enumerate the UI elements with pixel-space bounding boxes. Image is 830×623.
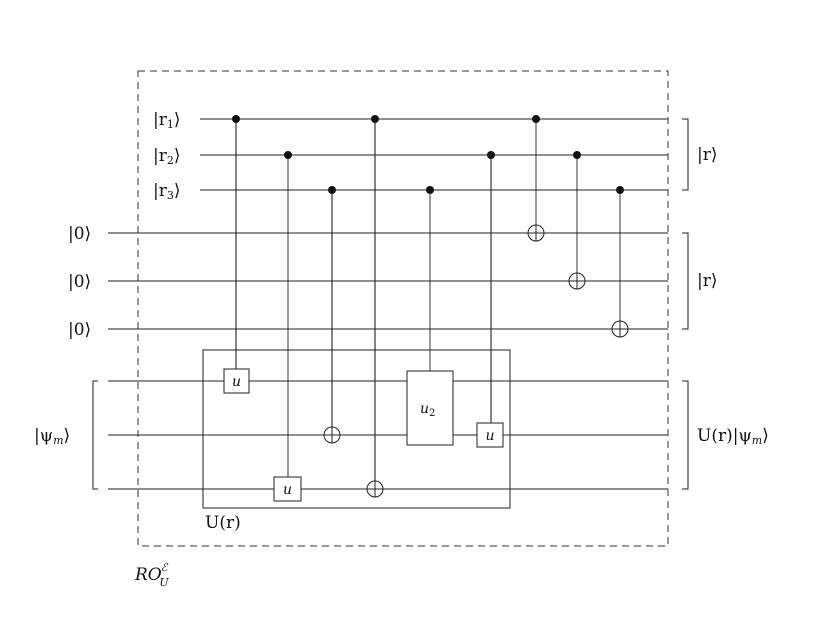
- cnot-target: [323, 426, 341, 444]
- subcircuit-label: U(r): [205, 513, 241, 533]
- gate-u-label: u: [485, 428, 494, 444]
- oracle-dashed-box: [137, 70, 669, 547]
- output-register-bracket: [682, 118, 689, 191]
- gate-u2-box: [406, 370, 454, 446]
- control-dot: [328, 186, 336, 194]
- control-dot: [371, 115, 379, 123]
- cnot-target: [611, 320, 629, 338]
- ancilla-label: |0⟩: [68, 224, 91, 244]
- gate-u-label: u: [283, 482, 292, 498]
- control-dot: [232, 115, 240, 123]
- output-ancilla-label: |r⟩: [697, 271, 718, 291]
- ancilla-label: |0⟩: [68, 320, 91, 340]
- output-register-label: |r⟩: [697, 145, 718, 165]
- cnot-target: [366, 480, 384, 498]
- control-dot: [487, 151, 495, 159]
- register-label-r2: |r2⟩: [153, 146, 181, 167]
- output-ancilla-bracket: [682, 232, 689, 330]
- gate-u2-label: u2: [420, 401, 435, 419]
- gate-u-box: [223, 368, 250, 394]
- control-dot: [573, 151, 581, 159]
- gate-u-box: [273, 476, 302, 502]
- control-dot: [616, 186, 624, 194]
- output-state-label: U(r)|ψm⟩: [697, 426, 769, 447]
- unitary-subcircuit-box: [202, 349, 511, 509]
- control-dot: [532, 115, 540, 123]
- ancilla-label: |0⟩: [68, 272, 91, 292]
- input-state-label: |ψm⟩: [34, 426, 70, 447]
- control-dot: [426, 186, 434, 194]
- register-label-r1: |r1⟩: [153, 110, 181, 131]
- output-state-bracket: [682, 380, 689, 490]
- register-label-r3: |r3⟩: [153, 181, 181, 202]
- input-state-bracket: [92, 380, 98, 490]
- cnot-target: [568, 272, 586, 290]
- gate-u-label: u: [232, 374, 241, 390]
- control-dot: [284, 151, 292, 159]
- cnot-target: [527, 224, 545, 242]
- gate-u-box: [476, 422, 504, 448]
